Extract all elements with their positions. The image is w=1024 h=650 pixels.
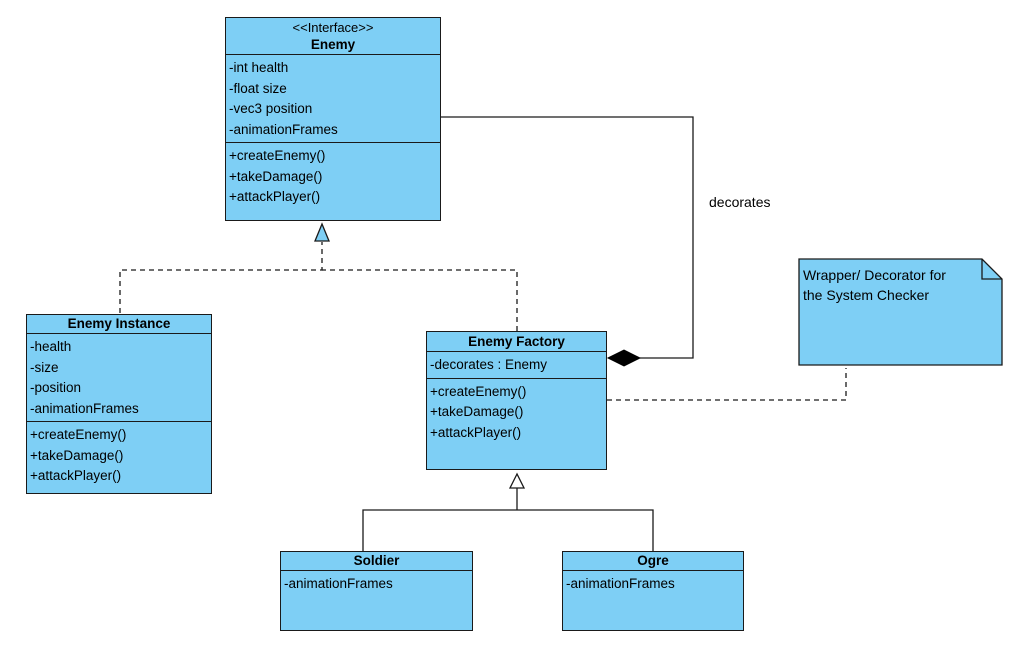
class-enemy-instance-header: Enemy Instance [27,315,211,334]
note-line: the System Checker [803,287,930,303]
attribute: -animationFrames [284,576,393,591]
attribute: -decorates : Enemy [430,357,548,372]
class-enemy-factory-name: Enemy Factory [468,334,565,349]
decorates-label: decorates [709,194,771,210]
note-line: Wrapper/ Decorator for [803,267,946,283]
class-enemy-name: Enemy [310,37,356,52]
class-enemy-factory-operations: +createEnemy() +takeDamage() +attackPlay… [427,379,606,446]
note-text[interactable]: Wrapper/ Decorator for the System Checke… [803,265,981,305]
operation: +createEnemy() [30,427,127,442]
class-ogre-attributes: -animationFrames [563,571,743,597]
class-ogre-name: Ogre [637,553,669,568]
attribute: -vec3 position [229,101,313,116]
operation: +attackPlayer() [430,424,522,440]
attribute: -animationFrames [30,400,139,416]
class-soldier[interactable]: Soldier -animationFrames [280,551,473,631]
operation: +takeDamage() [430,404,524,419]
realization-edge-enemy-factory [322,269,518,331]
generalization-arrowhead [508,472,526,489]
attribute: -health [30,339,72,354]
class-enemy-factory-attributes: -decorates : Enemy [427,352,606,379]
class-enemy-operations: +createEnemy() +takeDamage() +attackPlay… [226,143,440,210]
attribute: -animationFrames [566,576,675,591]
class-ogre[interactable]: Ogre -animationFrames [562,551,744,631]
class-enemy-factory-header: Enemy Factory [427,332,606,352]
class-soldier-attributes: -animationFrames [281,571,472,597]
attribute: -position [30,380,82,395]
attribute: -int health [229,60,289,75]
operation: +createEnemy() [229,148,326,163]
class-enemy-attributes: -int health -float size -vec3 position -… [226,55,440,143]
operation: +createEnemy() [430,383,527,399]
operation: +attackPlayer() [229,189,321,204]
operation: +attackPlayer() [30,468,122,483]
class-enemy-stereotype: <<Interface>> [292,20,374,35]
composition-diamond [606,349,642,367]
class-enemy-instance-operations: +createEnemy() +takeDamage() +attackPlay… [27,422,211,489]
note-anchor-edge [607,368,847,401]
class-soldier-header: Soldier [281,552,472,571]
operation: +takeDamage() [229,168,323,184]
class-enemy-header: <<Interface>> Enemy [226,18,440,55]
realization-edge-enemy-instance [119,242,323,313]
operation: +takeDamage() [30,447,124,463]
realization-arrowhead [314,222,330,242]
class-enemy[interactable]: <<Interface>> Enemy -int health -float s… [225,17,441,221]
class-enemy-instance-name: Enemy Instance [67,316,171,331]
class-soldier-name: Soldier [353,553,400,568]
note-shape [798,258,1003,366]
class-enemy-instance[interactable]: Enemy Instance -health -size -position -… [26,314,212,494]
class-ogre-header: Ogre [563,552,743,571]
class-enemy-factory[interactable]: Enemy Factory -decorates : Enemy +create… [426,331,607,470]
composition-edge-decorates [441,116,694,359]
attribute: -size [30,359,59,375]
attribute: -animationFrames [229,121,338,137]
class-enemy-instance-attributes: -health -size -position -animationFrames [27,334,211,422]
attribute: -float size [229,80,287,96]
generalization-edges [362,488,654,551]
